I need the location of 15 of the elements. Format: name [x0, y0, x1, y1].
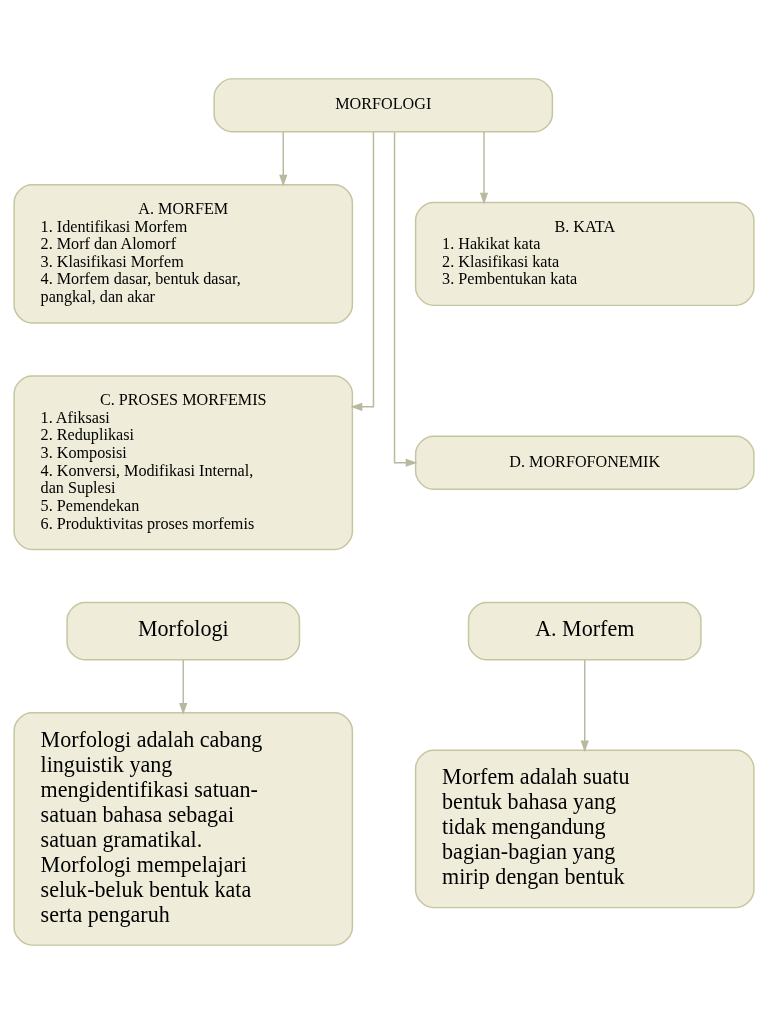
node-box: D. MORFOFONEMIK [414, 435, 755, 490]
arrow [179, 659, 188, 715]
node-box: B. KATA 1. Hakikat kata 2. Klasifikasi kata 3. Pembentukan kata [414, 201, 755, 307]
node-box: Morfologi adalah cabang linguistik yang mengidentifikasi satuan-satuan bahasa sebagai satuan gramatikal. Morfologi mempelajari seluk-beluk bentuk kata serta pengaruh [13, 712, 354, 946]
node-box: Morfologi [66, 601, 301, 661]
arrow [279, 131, 288, 187]
node-box: A. MORFEM 1. Identifikasi Morfem 2. Morf dan Alomorf 3. Klasifikasi Morfem 4. Morfem dasar, bentuk dasar, pangkal, dan akar [13, 184, 354, 324]
arrow [580, 659, 589, 753]
node-box: MORFOLOGI [213, 78, 554, 133]
arrow [393, 131, 418, 467]
node-box: C. PROSES MORFEMIS 1. Afiksasi 2. Reduplikasi 3. Komposisi 4. Konversi, Modifikasi Internal, dan Suplesi 5. Pemendekan 6. Produktivitas proses morfemis [13, 375, 354, 551]
arrow [479, 131, 489, 205]
node-box: Morfem adalah suatu bentuk bahasa yang tidak mengandung bagian-bagian yang mirip dengan bentuk [414, 749, 755, 909]
node-box: A. Morfem [467, 601, 702, 661]
arrow [350, 131, 375, 411]
